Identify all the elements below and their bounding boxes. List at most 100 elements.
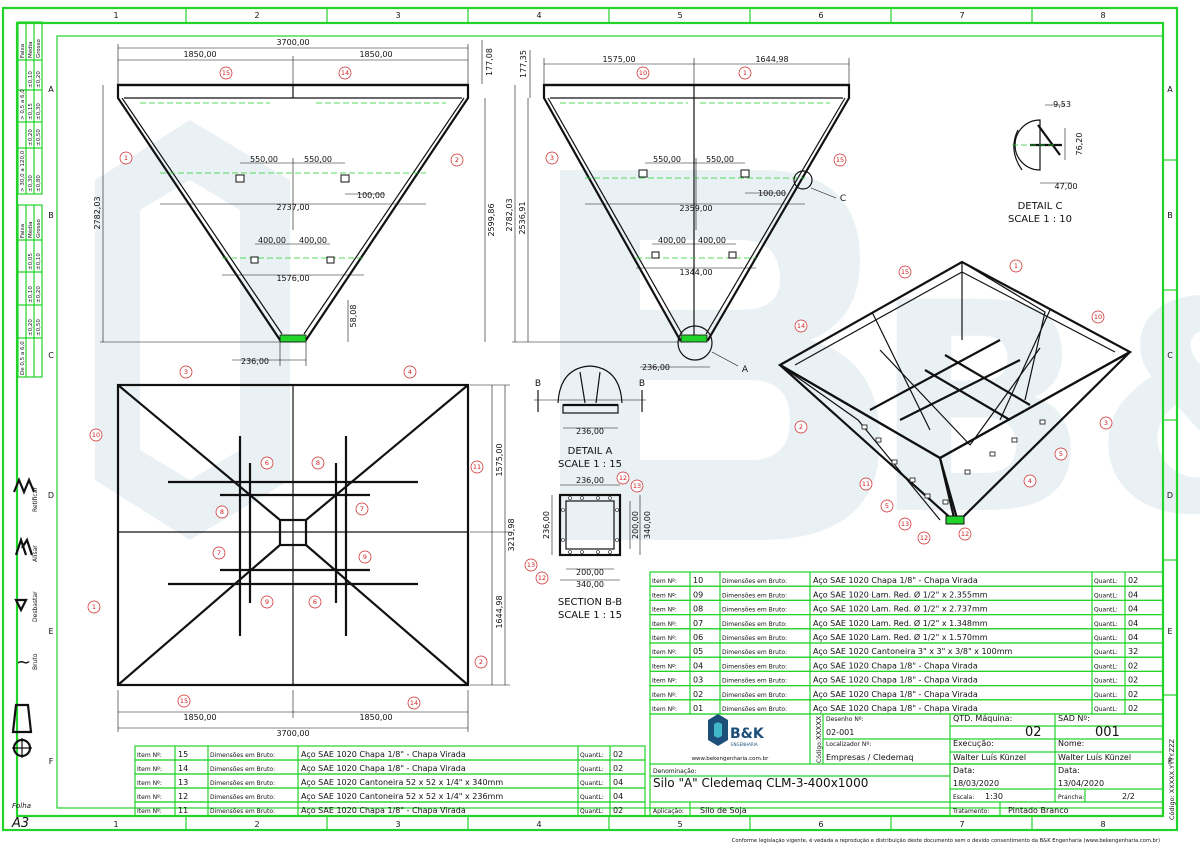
bom-item-label: Item Nº:	[652, 649, 677, 656]
col-label: 3	[395, 820, 400, 829]
bom-description: Aço SAE 1020 Lam. Red. Ø 1/2" x 1.348mm	[813, 618, 988, 628]
dim-label: 1575,00	[495, 443, 504, 476]
bom-item-label: Item Nº:	[652, 621, 677, 628]
col-label: 2	[254, 820, 259, 829]
row-label: F	[1168, 757, 1173, 766]
col-label: 6	[818, 820, 823, 829]
row-label: C	[1167, 351, 1173, 360]
bom-description: Aço SAE 1020 Lam. Red. Ø 1/2" x 1.570mm	[813, 632, 988, 642]
balloon: 12	[619, 474, 627, 482]
dim-label: 340,00	[643, 511, 652, 539]
svg-text:±0,05: ±0,05	[28, 253, 34, 270]
finish-legend: Retificar Alisar Desbastar ~ Bruto Folha…	[11, 477, 39, 831]
dim-label: 340,00	[576, 580, 604, 589]
data1-label: Data:	[953, 766, 975, 775]
row-label: E	[48, 627, 53, 636]
row-label: B	[48, 211, 54, 220]
bom-qty: 02	[613, 806, 623, 815]
aplicacao-label: Aplicação:	[653, 808, 684, 815]
qtd-label: QTD. Máquina:	[953, 714, 1012, 723]
bom-qty-label: QuantL:	[1094, 621, 1118, 628]
dim-label: 200,00	[631, 511, 640, 539]
balloon: 9	[265, 598, 269, 606]
detail-a-title: DETAIL A	[568, 446, 613, 457]
tratamento-label: Tratamento:	[952, 808, 989, 815]
svg-text:Grosso: Grosso	[36, 219, 42, 238]
balloon: 15	[222, 69, 230, 77]
dim-label: 2599,86	[487, 203, 496, 236]
tratamento-value: Pintado Branco	[1008, 806, 1069, 815]
bom-dim-label: Dimensões em Bruto:	[722, 578, 787, 585]
bom-qty: 02	[1128, 661, 1138, 670]
svg-text:Retificar: Retificar	[32, 487, 39, 512]
row-label: F	[49, 757, 54, 766]
balloon: 9	[363, 553, 367, 561]
svg-text:±0,10: ±0,10	[28, 286, 34, 303]
col-label: 7	[959, 820, 964, 829]
website: www.bekengenharia.com.br	[692, 756, 770, 762]
dim-label: 1644,98	[495, 595, 504, 628]
col-label: 4	[536, 11, 541, 20]
bom-item-number: 06	[693, 633, 703, 642]
dim-label: 236,00	[542, 511, 551, 539]
bom-dim-label: Dimensões em Bruto:	[722, 663, 787, 670]
footer-notice: Conforme legislação vigente, é vedada a …	[732, 837, 1160, 844]
execucao-label: Execução:	[953, 739, 994, 748]
bom-item-number: 14	[178, 764, 188, 773]
section-bb-title: SECTION B-B	[558, 597, 622, 608]
balloon: 4	[1028, 477, 1032, 485]
bom-qty-label: QuantL:	[1094, 592, 1118, 599]
balloon: 13	[633, 482, 641, 490]
svg-text:> 0,5 a 6,0: > 0,5 a 6,0	[20, 89, 26, 120]
bom-dim-label: Dimensões em Bruto:	[722, 678, 787, 685]
balloon: 3	[550, 154, 554, 162]
bom-item-number: 12	[178, 792, 188, 801]
balloon: 15	[901, 268, 909, 276]
bom-item-label: Item Nº:	[137, 794, 162, 801]
dim-label: 1344,00	[679, 268, 712, 277]
bom-description: Aço SAE 1020 Lam. Red. Ø 1/2" x 2.355mm	[813, 589, 988, 599]
vertical-code: Código: XXXXX.YYYY.ZZZ	[1168, 738, 1176, 820]
svg-text:> 30,0 a 120,0: > 30,0 a 120,0	[20, 150, 26, 192]
bom-qty-label: QuantL:	[580, 794, 604, 801]
svg-text:Alisar: Alisar	[32, 545, 39, 562]
dim-label: 3700,00	[276, 38, 309, 47]
top-view: 1850,00 1850,00 3700,00 3219,98 1575,00 …	[87, 365, 516, 738]
bom-description: Aço SAE 1020 Chapa 1/8" - Chapa Virada	[301, 750, 466, 759]
dim-label: 2359,00	[679, 204, 712, 213]
balloon: 2	[479, 658, 483, 666]
column-labels-top: 1 2 3 4 5 6 7 8	[113, 11, 1105, 20]
bom-qty-label: QuantL:	[1094, 649, 1118, 656]
svg-text:±0,20: ±0,20	[36, 71, 42, 88]
balloon: 6	[265, 459, 269, 467]
balloons-side: 10 1 3 15	[545, 66, 847, 167]
svg-text:Folha: Folha	[12, 802, 31, 810]
bom-qty-label: QuantL:	[1094, 635, 1118, 642]
row-label: D	[48, 491, 54, 500]
svg-text:±0,10: ±0,10	[36, 253, 42, 270]
qtd-value: 02	[1025, 725, 1042, 740]
title-block: B&K ENGENHARIA www.bekengenharia.com.br …	[649, 713, 1176, 820]
watermark: B&K	[95, 120, 1200, 579]
svg-text:±0,30: ±0,30	[36, 103, 42, 120]
detail-c-callout: C	[840, 194, 846, 204]
dim-label: 236,00	[241, 357, 269, 366]
bom-description: Aço SAE 1020 Cantoneira 52 x 52 x 1/4" x…	[301, 792, 503, 801]
detail-a-callout: A	[742, 365, 749, 375]
dim-label: 47,00	[1055, 182, 1078, 191]
section-marker: B	[535, 379, 541, 389]
bom-item-label: Item Nº:	[652, 607, 677, 614]
tolerance-table-lower: Faixa Média Grosso De 0,5 a 6,0 ±0,05 ±0…	[17, 204, 43, 378]
dim-label: 1576,00	[276, 274, 309, 283]
svg-text:Faixa: Faixa	[20, 44, 26, 58]
bom-qty: 04	[1128, 619, 1138, 628]
svg-text:Média: Média	[27, 221, 34, 238]
bom-description: Aço SAE 1020 Chapa 1/8" - Chapa Virada	[813, 690, 978, 699]
balloon: 11	[862, 480, 870, 488]
